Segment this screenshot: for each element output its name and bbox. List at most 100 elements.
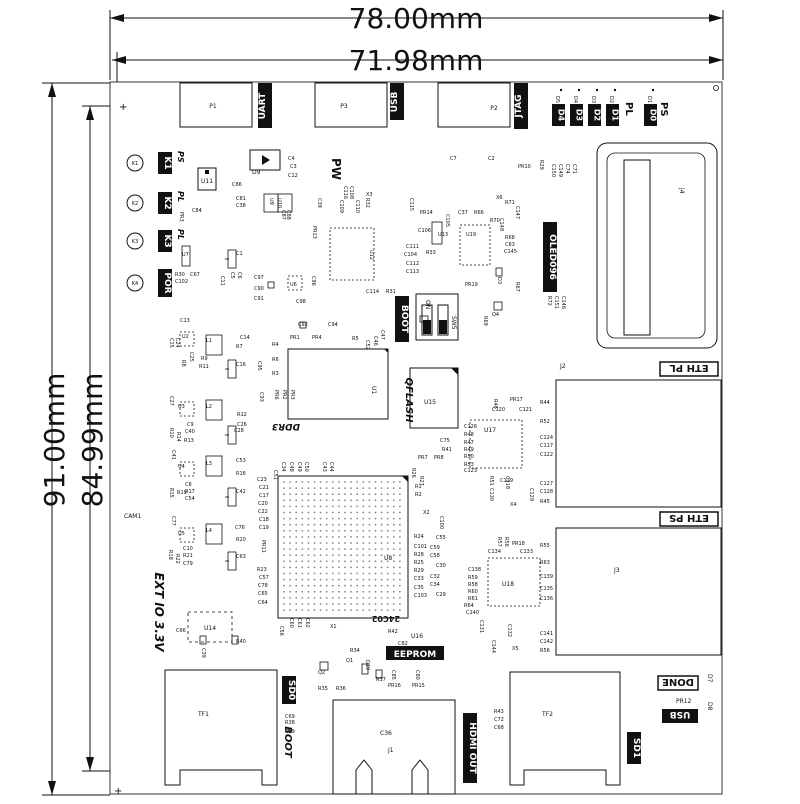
bga-ball [344,609,346,611]
u12-outline [329,227,375,281]
bga-ball [331,560,334,563]
ref-r48: R48 [464,432,474,438]
bga-ball [374,578,377,581]
ref-pr16: PR16 [388,683,401,689]
bga-ball [392,529,395,532]
bga-ball [392,597,395,599]
oled-display: J4 OLED096 [543,142,718,349]
bga-ball [319,584,322,587]
bga-ball [386,499,389,502]
bga-ball [380,560,383,563]
eeprom-label: EEPROM [394,650,436,660]
bga-ball [301,548,304,550]
bga-ball [295,603,298,605]
d10-footprint [361,663,369,675]
bga-ball [301,584,304,587]
u13-outline [431,221,443,245]
bga-ball [283,609,285,611]
small-part [495,267,503,277]
bga-ball [301,523,304,526]
ref-pr1: PR1 [290,335,300,341]
ref-r42: R42 [388,629,398,635]
c39-footprint [199,635,207,645]
cam-ref: CAM1 [124,513,141,520]
ref-u12: U12 [368,250,374,260]
bga-ball [283,517,285,520]
u19-outline [459,224,491,266]
bga-ball [374,609,377,611]
bga-ball [350,603,352,605]
top-connectors: P1 UART P3 USB P2 JTAG [179,82,528,129]
bga-ball [356,529,359,532]
ref-x6: X6 [496,195,503,201]
ref-c52: C52 [364,340,370,350]
eth-ps-ref: J3 [613,567,620,574]
bga-ball [319,511,322,514]
bga-ball [289,529,291,532]
ref-c92: C92 [298,322,308,328]
bga-ball [313,511,316,514]
ref-c77: C77 [170,516,176,526]
ref-r61: R61 [468,596,478,602]
bga-ball [350,493,352,496]
connector-p2-ref: P2 [490,105,498,112]
bga-ball [313,523,316,526]
bga-ball [338,487,340,489]
bga-ball [283,523,285,526]
bga-ball [307,584,310,587]
ref-c76: C76 [235,525,245,531]
bga-ball [283,499,285,502]
led-label-bg [570,104,583,126]
bga-ball [399,603,401,605]
eth-ps-label: ETH PS [669,512,709,523]
ref-r55: R55 [540,543,550,549]
bga-ball [331,548,334,550]
bga-ball [289,566,291,569]
bga-ball [289,499,291,502]
ref-r20: R20 [236,537,246,543]
ref-c4: C4 [288,156,295,162]
bga-ball [283,542,285,544]
eth-phy-u18: U18 [487,557,541,607]
ref-c74: C74 [564,164,570,174]
ref-c123: C123 [464,468,477,474]
bga-ball [344,481,346,483]
key-domain-label: PS [176,151,185,163]
ref-l2: L2 [206,404,212,410]
ref-c138: C138 [468,567,481,573]
ref-r10: R10 [168,428,174,438]
bga-ball [374,517,377,520]
u11-ref: U11 [201,178,213,185]
bga-ball [356,566,359,569]
bga-ball [313,487,316,489]
ref-r60: R60 [468,589,478,595]
bga-ball [301,542,304,544]
qflash-ref: U15 [424,399,436,406]
ref-c39: C39 [200,648,206,658]
bga-ball [392,590,395,593]
ref-c23: C23 [257,477,267,483]
ref-c112: C112 [406,261,419,267]
bga-ball [289,487,291,489]
ref-r17: R17 [185,489,195,495]
bga-ball [368,499,371,502]
sd1-label: SD1 [631,738,641,758]
ref-c35: C35 [414,585,424,591]
bga-ball [325,493,328,496]
bga-ball [338,597,340,599]
ref-c71: C71 [571,164,577,174]
bga-ball [325,505,328,508]
ref-c18: C18 [259,517,269,523]
ref-pr2: PR2 [281,390,287,400]
d8-ref: D8 [706,702,713,711]
bga-ball [331,566,334,569]
bga-ball [338,590,340,593]
ref-c101: C101 [414,544,427,550]
bga-ball [331,603,334,605]
bga-ball [374,536,377,538]
bga-ball [295,572,298,575]
bga-ball [307,536,310,538]
